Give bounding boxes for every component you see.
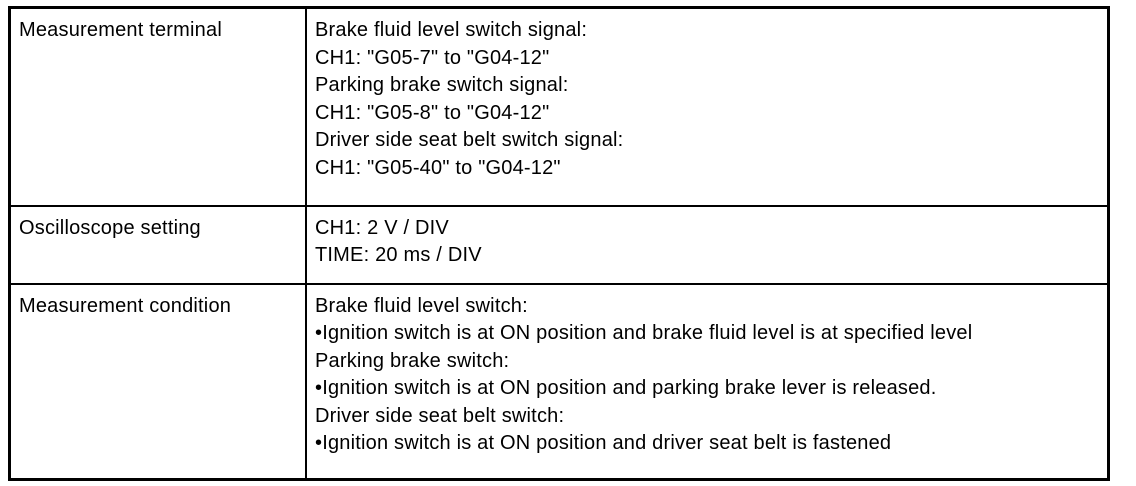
row-label-cell: Measurement terminal [8, 6, 307, 207]
cell-line: CH1: "G05-8" to "G04-12" [315, 101, 550, 124]
row-label: Measurement terminal [19, 19, 222, 41]
cell-line: •Ignition switch is at ON position and d… [315, 432, 892, 454]
table-row-measurement-condition: Measurement condition Brake fluid level … [8, 282, 1110, 481]
cell-line: Parking brake switch: [315, 349, 510, 372]
cell-line: CH1: "G05-7" to "G04-12" [315, 46, 550, 69]
cell-line: Driver side seat belt switch signal: [315, 129, 624, 151]
row-label-cell: Oscilloscope setting [8, 204, 307, 285]
cell-line: Brake fluid level switch signal: [315, 19, 588, 41]
row-label: Measurement condition [19, 294, 232, 317]
cell-line: Parking brake switch signal: [315, 74, 569, 96]
cell-line: •Ignition switch is at ON position and b… [315, 322, 973, 344]
table-row-oscilloscope-setting: Oscilloscope setting CH1: 2 V / DIV TIME… [8, 204, 1110, 285]
cell-line: CH1: 2 V / DIV [315, 216, 449, 239]
cell-line: •Ignition switch is at ON position and p… [315, 377, 937, 399]
row-label: Oscilloscope setting [19, 216, 201, 239]
cell-line: CH1: "G05-40" to "G04-12" [315, 156, 561, 179]
row-value-cell: Brake fluid level switch: •Ignition swit… [305, 282, 1110, 481]
cell-line: Driver side seat belt switch: [315, 404, 565, 427]
measurement-spec-table: Measurement terminal Brake fluid level s… [8, 6, 1110, 481]
row-label-cell: Measurement condition [8, 282, 307, 481]
table-row-measurement-terminal: Measurement terminal Brake fluid level s… [8, 6, 1110, 207]
row-value-cell: CH1: 2 V / DIV TIME: 20 ms / DIV [305, 204, 1110, 285]
row-value-cell: Brake fluid level switch signal: CH1: "G… [305, 6, 1110, 207]
cell-line: Brake fluid level switch: [315, 294, 528, 317]
cell-line: TIME: 20 ms / DIV [315, 244, 482, 266]
